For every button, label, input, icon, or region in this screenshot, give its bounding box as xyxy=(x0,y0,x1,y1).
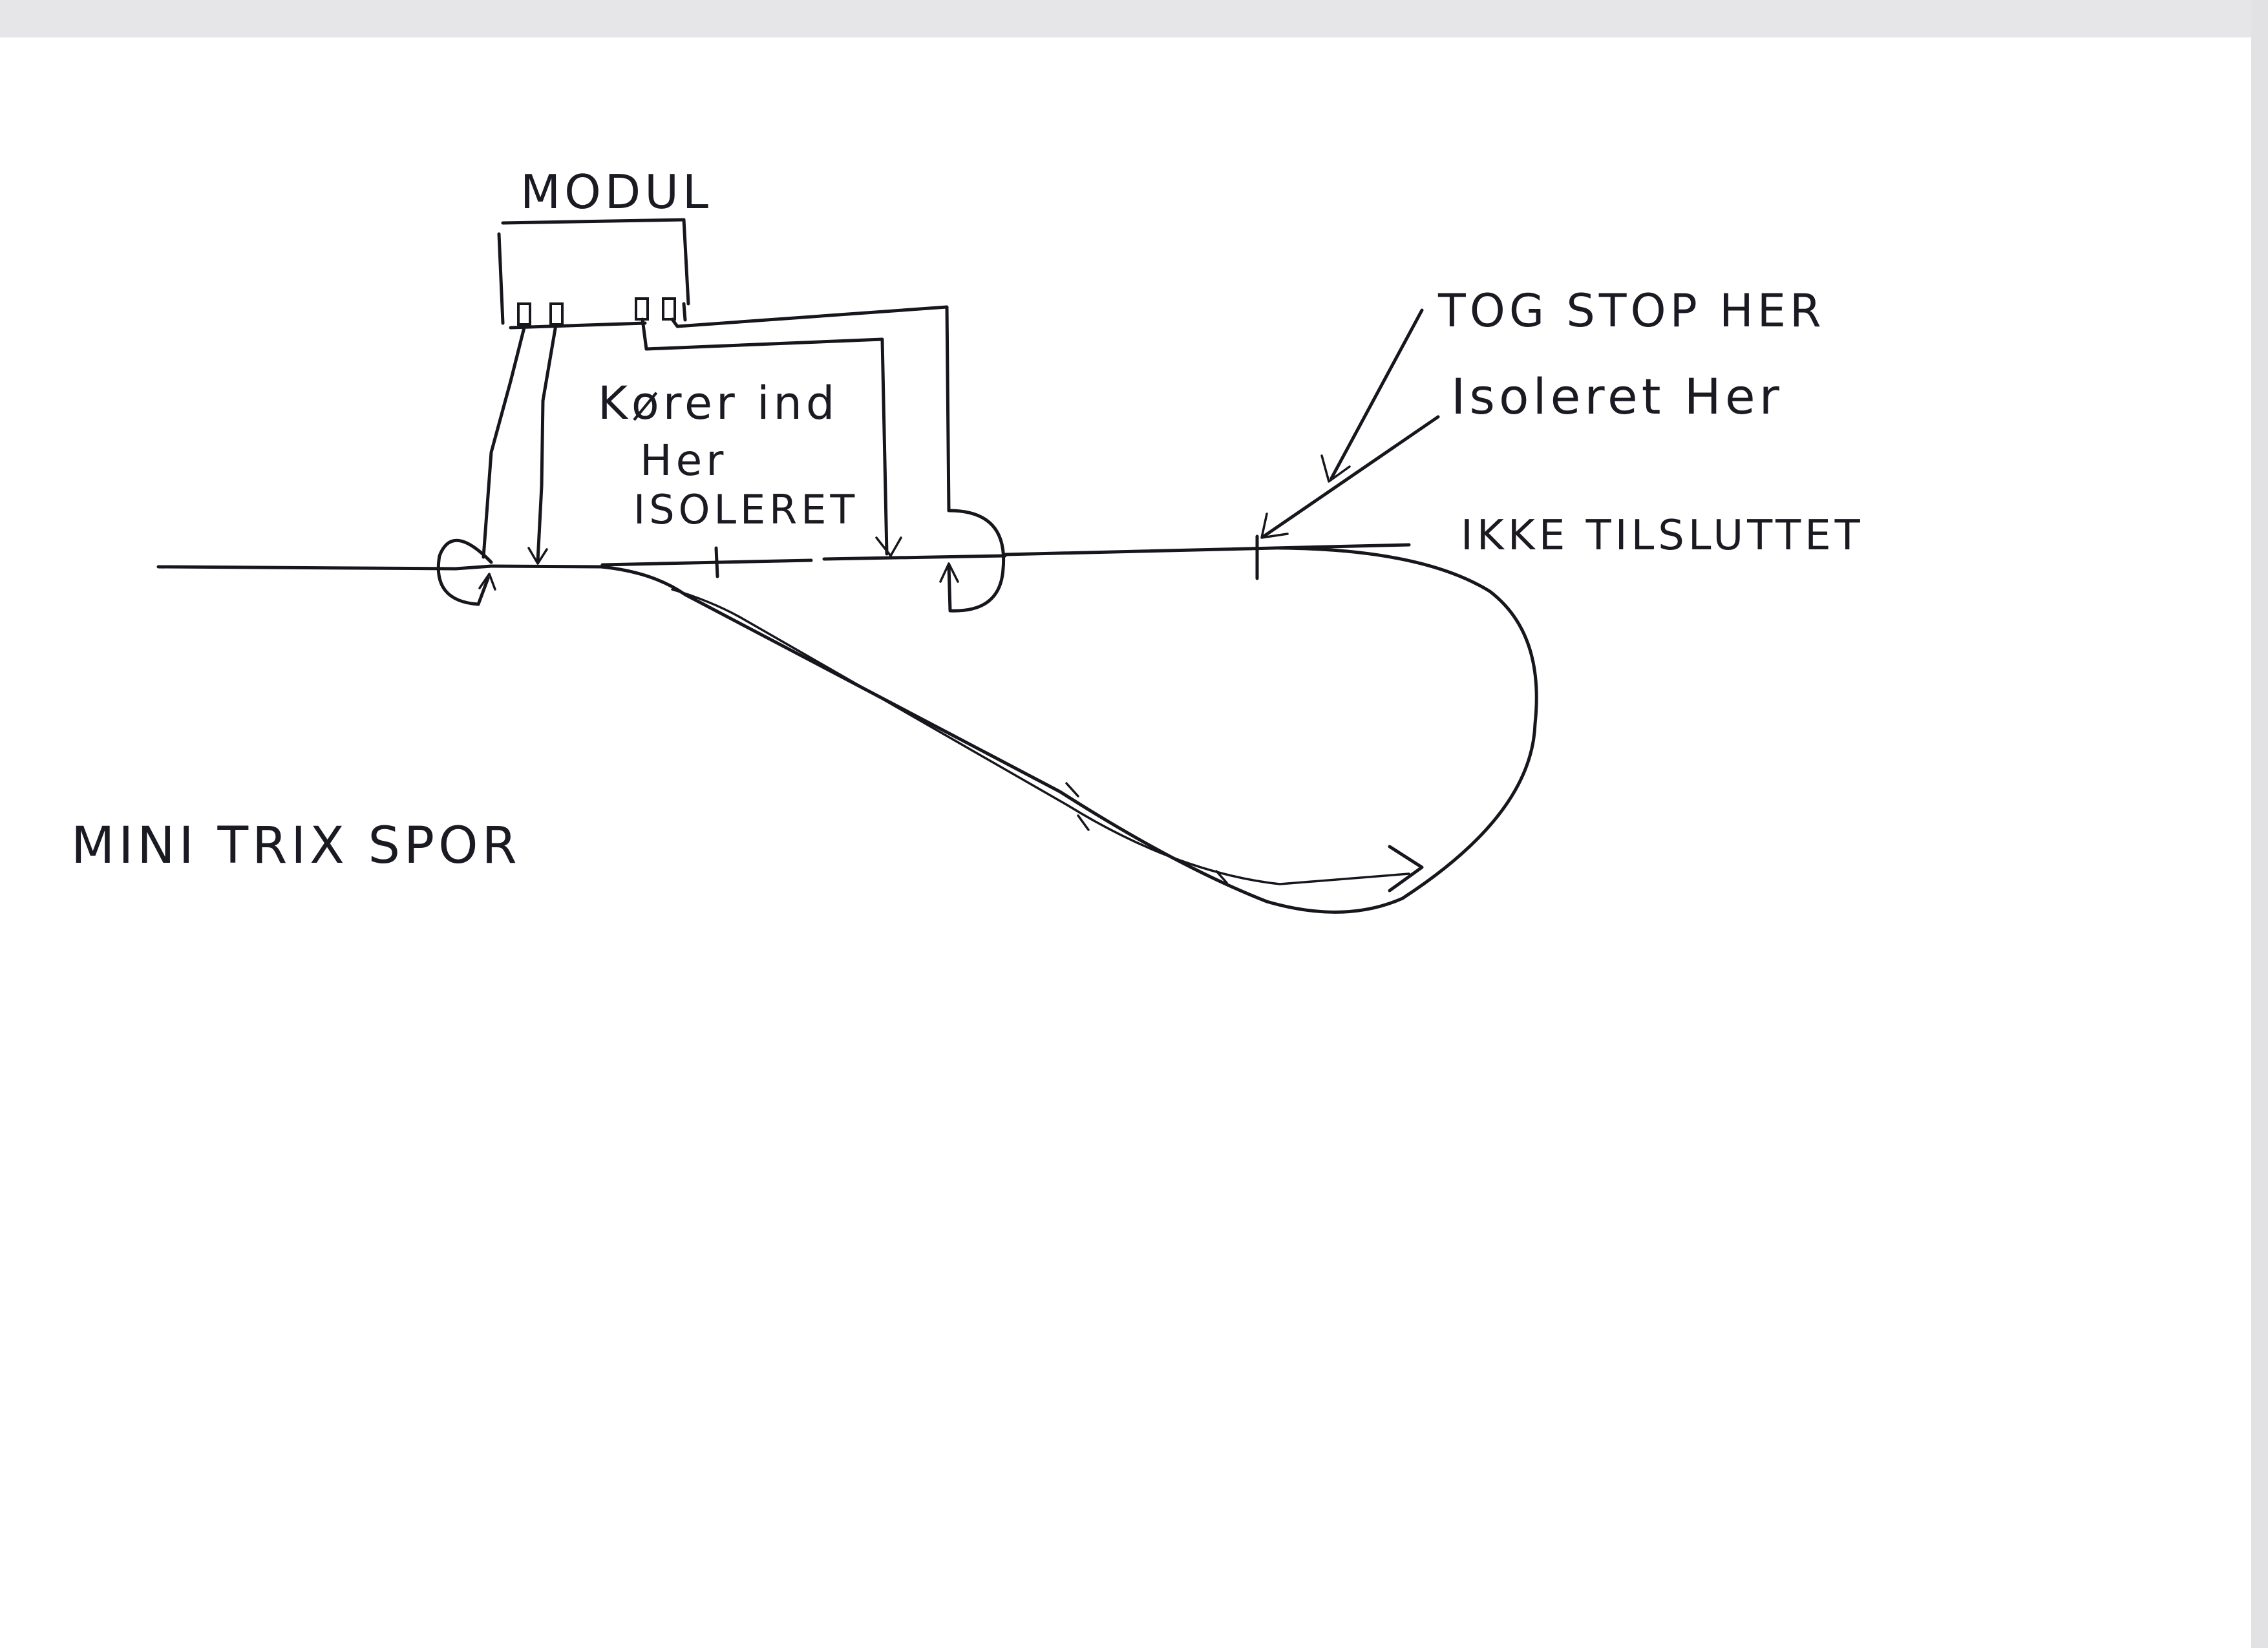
left-loop-arrowhead xyxy=(478,573,496,591)
label-isoleret-upper: ISOLERET xyxy=(633,486,858,533)
module-terminal-1 xyxy=(517,302,531,326)
module-bracket-top xyxy=(501,218,686,225)
main-track xyxy=(156,534,1411,580)
wire-right-outer xyxy=(670,305,951,512)
module-bottom-right xyxy=(682,302,687,322)
label-tog-stop-her: TOG STOP HER xyxy=(1437,284,1825,337)
module-terminal-4 xyxy=(662,297,676,321)
right-loop-arrowhead xyxy=(939,562,959,583)
module-right-side xyxy=(682,218,690,306)
arrow-isoleret-head xyxy=(1260,512,1289,539)
right-loop xyxy=(939,509,1006,613)
arrow-tog-stop xyxy=(1330,308,1424,480)
module-box xyxy=(497,218,690,330)
module-bottom-left xyxy=(509,321,647,330)
left-loop xyxy=(436,538,496,606)
loop-tick-2 xyxy=(1077,814,1090,831)
arrow-isoleret xyxy=(1262,415,1440,538)
right-loop-curve xyxy=(947,509,1006,613)
label-mini-trix-spor: MINI TRIX SPOR xyxy=(71,817,521,875)
annotation-arrows xyxy=(1260,308,1440,539)
wire-left-outer xyxy=(482,323,527,559)
wire-left-inner xyxy=(536,323,558,563)
label-ikke-tilsluttet: IKKE TILSLUTTET xyxy=(1461,512,1864,560)
label-korer-ind: Kører ind xyxy=(598,377,838,430)
arrow-tog-stop-head xyxy=(1320,454,1351,483)
loop-tick-3 xyxy=(1215,870,1228,884)
label-isoleret-her: Isoleret Her xyxy=(1451,368,1783,425)
track-right-segment xyxy=(822,554,1007,561)
loop-tick-1 xyxy=(1065,782,1079,798)
loop-direction-arrow xyxy=(1388,845,1424,893)
loop-outer xyxy=(599,546,1538,914)
wires xyxy=(482,305,951,565)
scan-margin-top xyxy=(0,0,2268,37)
wire-right-inner xyxy=(641,317,889,556)
left-loop-curve xyxy=(436,538,493,606)
track-middle-segment xyxy=(600,558,813,567)
track-far-segment xyxy=(1003,543,1411,556)
wire-left-arrowhead xyxy=(527,547,548,565)
module-terminal-2 xyxy=(549,302,564,326)
module-left-side xyxy=(497,232,505,325)
label-her: Her xyxy=(640,436,727,485)
loop-inner-track xyxy=(671,588,1410,885)
track-left-segment xyxy=(156,564,603,571)
reversing-loop xyxy=(599,546,1538,914)
module-terminal-3 xyxy=(635,297,649,321)
wire-right-arrowhead xyxy=(875,536,902,557)
scan-margin-right xyxy=(2251,0,2268,1648)
label-modul: MODUL xyxy=(520,165,712,219)
isolation-mark-1 xyxy=(714,546,719,578)
